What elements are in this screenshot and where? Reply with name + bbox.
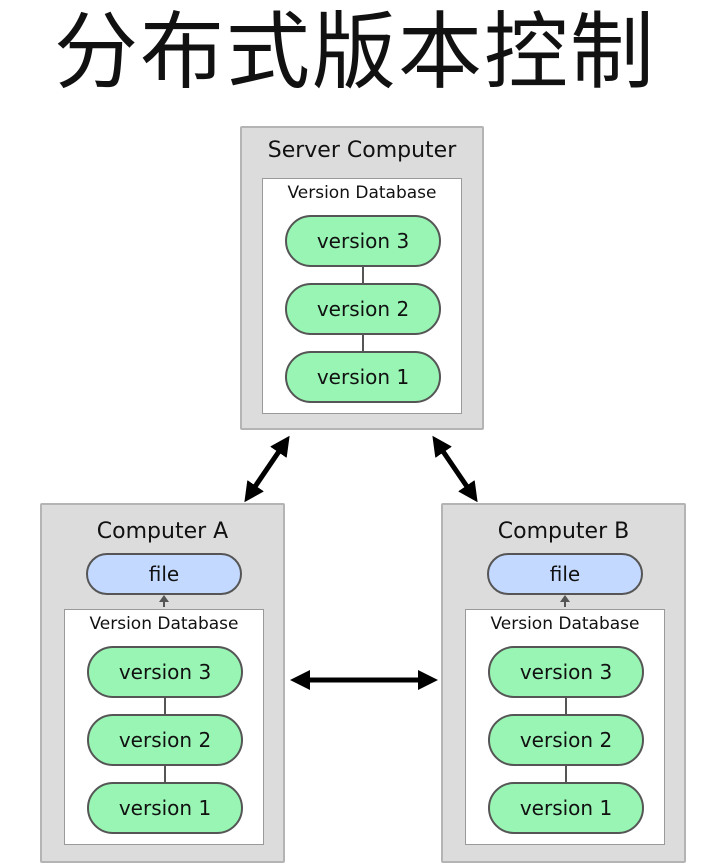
version-connector xyxy=(565,696,567,716)
computer-b-version-2: version 2 xyxy=(488,714,644,766)
computer-a-database-label: Version Database xyxy=(89,614,239,634)
computer-b-database-label: Version Database xyxy=(490,614,640,634)
version-connector xyxy=(565,764,567,784)
version-connector xyxy=(164,696,166,716)
computer-a-box: Computer A file Version Database version… xyxy=(40,503,285,863)
version-connector xyxy=(362,265,364,285)
server-to-b-arrow xyxy=(432,435,478,503)
computer-b-version-database: Version Database version 3 version 2 ver… xyxy=(465,609,665,845)
server-computer-label: Server Computer xyxy=(267,138,457,163)
computer-a-version-3: version 3 xyxy=(87,646,243,698)
file-arrowhead xyxy=(560,595,570,602)
computer-a-version-1: version 1 xyxy=(87,782,243,834)
computer-a-file: file xyxy=(86,553,242,595)
version-connector xyxy=(164,764,166,784)
computer-b-box: Computer B file Version Database version… xyxy=(441,503,686,863)
server-version-1: version 1 xyxy=(285,351,441,403)
server-version-3: version 3 xyxy=(285,215,441,267)
computer-b-label: Computer B xyxy=(497,519,630,544)
diagram-title: 分布式版本控制 xyxy=(53,3,656,101)
server-to-a-arrow xyxy=(244,435,290,503)
file-connector xyxy=(564,601,566,607)
file-arrowhead xyxy=(159,595,169,602)
server-version-2: version 2 xyxy=(285,283,441,335)
computer-a-version-2: version 2 xyxy=(87,714,243,766)
file-connector xyxy=(163,601,165,607)
version-connector xyxy=(362,333,364,353)
server-version-database: Version Database version 3 version 2 ver… xyxy=(262,178,462,414)
server-computer-box: Server Computer Version Database version… xyxy=(240,126,484,430)
server-database-label: Version Database xyxy=(287,183,437,203)
computer-b-file: file xyxy=(487,553,643,595)
computer-a-version-database: Version Database version 3 version 2 ver… xyxy=(64,609,264,845)
computer-a-label: Computer A xyxy=(96,519,229,544)
computer-b-version-3: version 3 xyxy=(488,646,644,698)
computer-b-version-1: version 1 xyxy=(488,782,644,834)
